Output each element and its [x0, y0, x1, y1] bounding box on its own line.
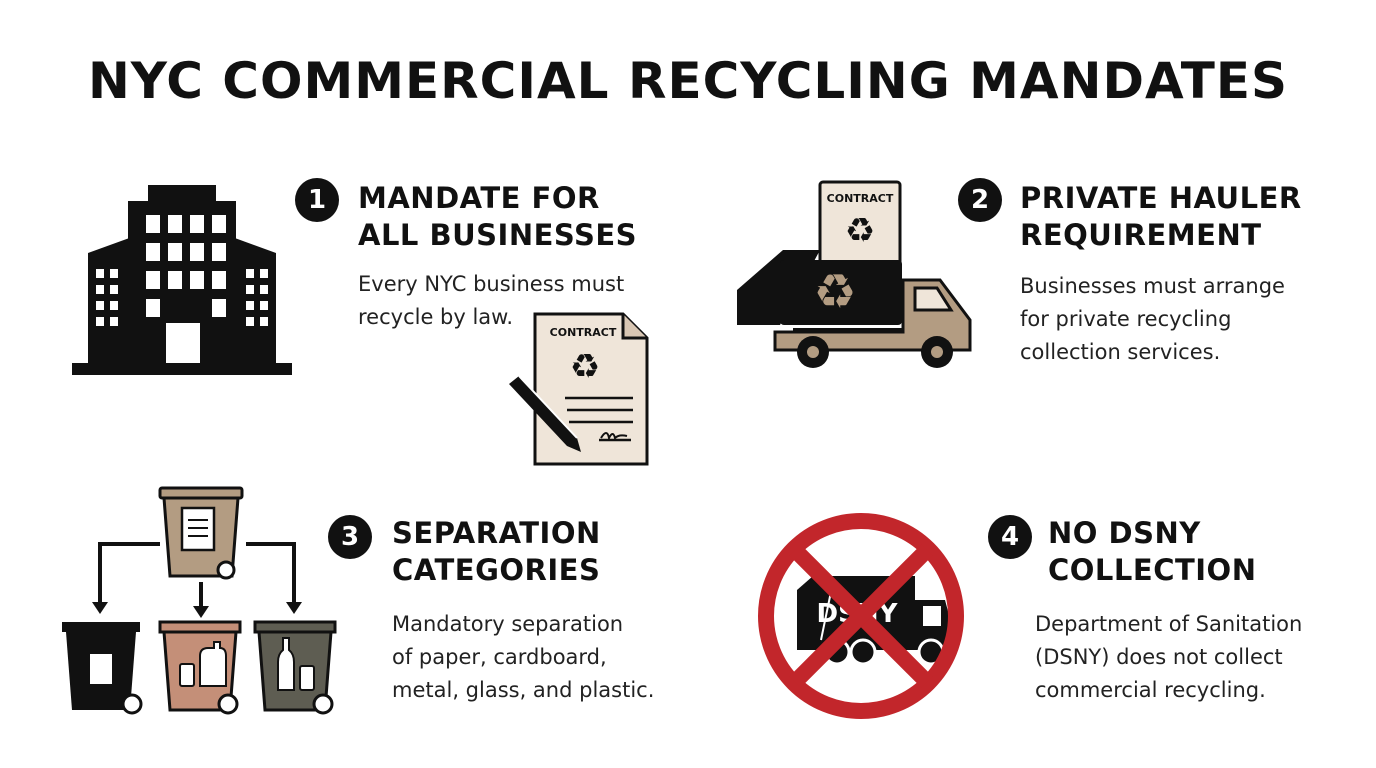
section-1-heading: MANDATE FOR ALL BUSINESSES: [358, 180, 637, 254]
heading-line: REQUIREMENT: [1020, 218, 1262, 252]
section-4-body: Department of Sanitation (DSNY) does not…: [1035, 608, 1302, 707]
section-2-body: Businesses must arrange for private recy…: [1020, 270, 1285, 369]
recycle-icon: ♻: [813, 264, 856, 320]
page-title: NYC COMMERCIAL RECYCLING MANDATES: [87, 52, 1289, 110]
section-1-body: Every NYC business must recycle by law.: [358, 268, 624, 334]
no-dsny-truck-icon: DSNY: [758, 513, 964, 719]
body-line: (DSNY) does not collect: [1035, 645, 1283, 669]
contract-label: CONTRACT: [827, 192, 894, 205]
heading-line: NO DSNY: [1048, 516, 1201, 550]
contract-label: CONTRACT: [550, 326, 617, 339]
glass-bin: [253, 620, 337, 715]
step-badge-2: 2: [958, 178, 1002, 222]
body-line: recycle by law.: [358, 305, 514, 329]
section-3-heading: SEPARATION CATEGORIES: [392, 515, 601, 589]
body-line: for private recycling: [1020, 307, 1232, 331]
heading-line: SEPARATION: [392, 516, 601, 550]
heading-line: MANDATE FOR: [358, 181, 600, 215]
signed-contract-icon: CONTRACT ♻: [509, 312, 649, 466]
heading-line: COLLECTION: [1048, 553, 1257, 587]
pen-icon: [509, 375, 581, 452]
body-line: collection services.: [1020, 340, 1221, 364]
office-building-icon: [72, 185, 292, 375]
body-line: of paper, cardboard,: [392, 645, 607, 669]
recycling-truck-icon: CONTRACT ♻ ♻: [737, 180, 972, 368]
sorting-bins-icon: [62, 486, 337, 715]
body-line: Department of Sanitation: [1035, 612, 1303, 636]
heading-line: ALL BUSINESSES: [358, 218, 638, 252]
heading-line: CATEGORIES: [392, 553, 601, 587]
body-line: Businesses must arrange: [1020, 274, 1285, 298]
recycle-icon: ♻: [570, 347, 600, 387]
body-line: Every NYC business must: [358, 272, 625, 296]
section-4-heading: NO DSNY COLLECTION: [1048, 515, 1256, 589]
paper-bin: [62, 622, 143, 715]
body-line: commercial recycling.: [1035, 678, 1266, 702]
step-badge-4: 4: [988, 515, 1032, 559]
section-3-body: Mandatory separation of paper, cardboard…: [392, 608, 654, 707]
step-badge-3: 3: [328, 515, 372, 559]
heading-line: PRIVATE HAULER: [1020, 181, 1302, 215]
recycle-icon: ♻: [845, 211, 875, 251]
body-line: metal, glass, and plastic.: [392, 678, 655, 702]
body-line: Mandatory separation: [392, 612, 624, 636]
section-2-heading: PRIVATE HAULER REQUIREMENT: [1020, 180, 1302, 254]
step-badge-1: 1: [295, 178, 339, 222]
metal-plastic-bin: [158, 620, 242, 715]
